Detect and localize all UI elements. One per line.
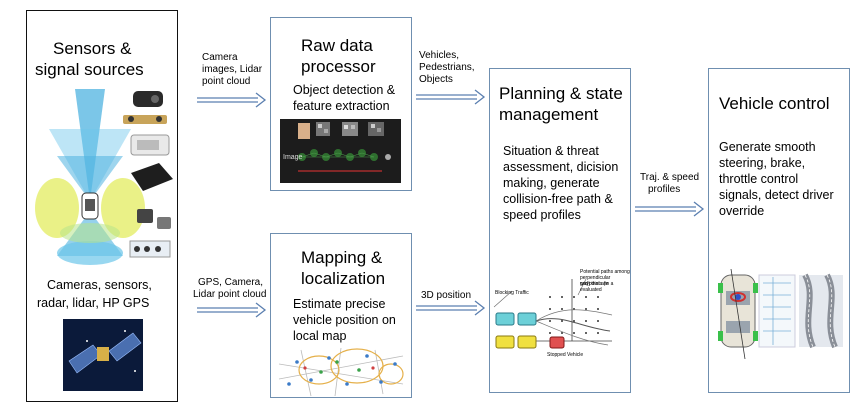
vehicle-control-body-line1: Generate smooth xyxy=(719,140,816,154)
sensors-caption-line1: Cameras, sensors, xyxy=(47,278,152,292)
raw-data-processor-box: Raw data processor Object detection & fe… xyxy=(270,17,412,191)
arrow-raw-data-to-planning xyxy=(416,89,486,105)
cnn-layers-graphic xyxy=(298,122,391,172)
planning-body-line2: assessment, dicision xyxy=(503,160,619,174)
planning-body-line4: collision-free path & xyxy=(503,192,613,206)
vehicle-control-body-line5: override xyxy=(719,204,765,218)
planning-state-management-box: Planning & state management Situation & … xyxy=(489,68,631,393)
raw-data-body-line1: Object detection & xyxy=(293,83,396,97)
localization-map-graphic xyxy=(278,347,404,397)
potential-paths-label-line1: Potential paths among xyxy=(580,269,630,275)
sensor-coverage-illustration xyxy=(35,89,145,265)
potential-paths-label-line3: grid) that are evaluated xyxy=(580,281,609,293)
label-vehicles-line2: Pedestrians, xyxy=(419,62,475,73)
label-traj-line1: Traj. & speed xyxy=(640,172,700,183)
label-traj-line2: profiles xyxy=(648,184,681,195)
arrow-mapping-to-planning xyxy=(416,300,486,316)
label-vehicles-line1: Vehicles, xyxy=(419,50,460,61)
sensors-caption-line2: radar, lidar, HP GPS xyxy=(37,296,150,310)
label-gps-line1: GPS, Camera, xyxy=(198,277,264,288)
label-camera-lidar-line3: point cloud xyxy=(202,76,251,87)
label-gps-line2: Lidar point cloud xyxy=(193,289,267,300)
arrow-sensors-to-mapping xyxy=(197,302,267,318)
mapping-title-line1: Mapping & xyxy=(301,248,383,267)
planning-title-line2: management xyxy=(499,105,599,124)
cnn-feature-image: Image xyxy=(280,119,401,183)
planning-body-line5: speed profiles xyxy=(503,208,581,222)
mapping-body-line3: local map xyxy=(293,329,347,343)
vehicle-control-body-line3: throttle control xyxy=(719,172,799,186)
potential-paths-label-line2: perpendicular waypoints (in a xyxy=(580,275,614,287)
sensors-title-line1: Sensors & xyxy=(53,39,132,58)
raw-data-body-line2: feature extraction xyxy=(293,99,390,113)
arrow-planning-to-vehicle-control xyxy=(635,201,705,217)
mapping-title-line2: localization xyxy=(301,269,386,288)
cnn-input-label: Image xyxy=(283,154,303,161)
stopped-vehicle-label: Stopped Vehicle xyxy=(547,352,584,358)
vehicle-control-body-line2: steering, brake, xyxy=(719,156,806,170)
path-planning-graphic xyxy=(493,278,613,349)
label-3d-position: 3D position xyxy=(421,290,472,301)
planning-title-line1: Planning & state xyxy=(499,84,623,103)
label-vehicles-line3: Objects xyxy=(419,74,453,85)
sensor-devices-images xyxy=(123,91,173,258)
label-camera-lidar-line2: images, Lidar xyxy=(202,64,263,75)
mapping-body-line1: Estimate precise xyxy=(293,297,386,311)
gps-satellite-image xyxy=(63,319,143,391)
planning-body-line1: Situation & threat xyxy=(503,144,599,158)
vehicle-control-box: Vehicle control Generate smooth steering… xyxy=(708,68,850,393)
arrow-sensors-to-raw-data xyxy=(197,92,267,108)
vehicle-control-title: Vehicle control xyxy=(719,94,830,113)
mapping-localization-box: Mapping & localization Estimate precise … xyxy=(270,233,412,398)
vehicle-control-body-line4: signals, detect driver xyxy=(719,188,834,202)
planning-body-line3: making, generate xyxy=(503,176,600,190)
label-camera-lidar-line1: Camera xyxy=(202,52,238,63)
sensors-box: Sensors & signal sources xyxy=(26,10,178,402)
raw-data-title-line1: Raw data xyxy=(301,36,373,55)
blocking-traffic-label: Blocking Traffic xyxy=(495,290,529,296)
sensors-title-line2: signal sources xyxy=(35,60,144,79)
vehicle-control-graphic xyxy=(718,268,843,360)
mapping-body-line2: vehicle position on xyxy=(293,313,396,327)
raw-data-title-line2: processor xyxy=(301,57,376,76)
